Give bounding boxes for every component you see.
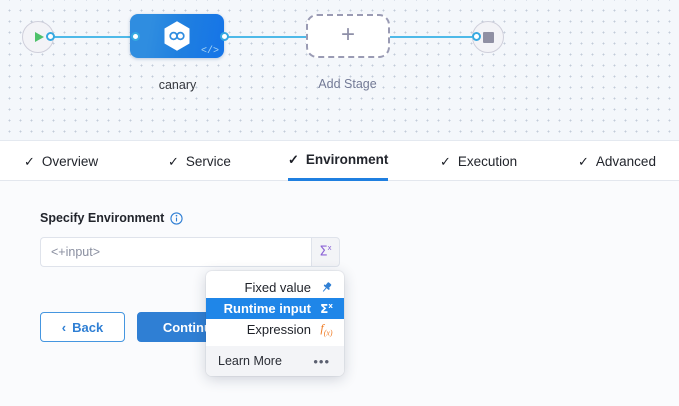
- back-button[interactable]: ‹ Back: [40, 312, 125, 342]
- sigma-icon: Σx: [320, 301, 333, 316]
- learn-more-label: Learn More: [218, 354, 282, 368]
- stage-label-canary: canary: [158, 78, 197, 92]
- dropdown-item-fixed-value[interactable]: Fixed value: [206, 277, 344, 298]
- play-icon: [35, 32, 44, 42]
- check-icon: ✓: [578, 153, 589, 169]
- tab-label: Advanced: [595, 153, 656, 169]
- tab-label: Execution: [457, 153, 518, 169]
- plus-icon: +: [340, 21, 355, 48]
- fx-icon: f(x): [320, 320, 333, 338]
- check-icon: ✓: [168, 153, 179, 169]
- back-label: Back: [72, 319, 104, 335]
- info-icon[interactable]: [170, 211, 183, 225]
- edge-addstage-to-end: [388, 36, 476, 38]
- environment-input[interactable]: [40, 237, 311, 267]
- tab-label: Service: [185, 153, 231, 169]
- edge-start-to-canary: [48, 36, 136, 38]
- tab-service[interactable]: ✓ Service: [168, 141, 231, 181]
- dropdown-item-label: Runtime input: [223, 301, 311, 316]
- check-icon: ✓: [24, 153, 35, 169]
- add-stage-label: Add Stage: [318, 77, 377, 91]
- dropdown-item-label: Fixed value: [244, 280, 311, 295]
- specify-environment-label: Specify Environment: [40, 211, 183, 225]
- code-icon: </>: [200, 46, 219, 57]
- dropdown-item-runtime-input[interactable]: Runtime input Σx: [206, 298, 344, 319]
- pipeline-canvas[interactable]: </> + canary Add Stage: [0, 0, 679, 141]
- stage-node-canary[interactable]: </>: [130, 14, 224, 58]
- tab-environment[interactable]: ✓ Environment: [288, 141, 389, 181]
- sigma-icon: Σx: [319, 244, 332, 260]
- input-type-dropdown: Fixed value Runtime input Σx Expression …: [206, 271, 344, 376]
- tab-label: Overview: [41, 153, 99, 169]
- runtime-input-toggle-button[interactable]: Σx: [311, 237, 340, 267]
- port-end-in[interactable]: [472, 32, 481, 41]
- pin-icon: [319, 281, 334, 294]
- stop-icon: [482, 31, 494, 43]
- add-stage-button[interactable]: +: [306, 14, 390, 58]
- continue-label: Continue: [162, 319, 220, 335]
- tab-overview[interactable]: ✓ Overview: [24, 141, 98, 181]
- infinity-hexagon-icon: [164, 21, 190, 51]
- check-icon: ✓: [288, 152, 299, 167]
- dropdown-item-expression[interactable]: Expression f(x): [206, 319, 344, 340]
- tab-label: Environment: [305, 152, 389, 167]
- more-dots-icon: •••: [313, 353, 330, 369]
- port-start-out[interactable]: [46, 32, 55, 41]
- port-canary-in[interactable]: [131, 32, 140, 41]
- chevron-left-icon: ‹: [61, 319, 67, 335]
- environment-input-group: Σx: [40, 237, 340, 267]
- dropdown-footer-learn-more[interactable]: Learn More •••: [206, 346, 344, 376]
- field-label-text: Specify Environment: [40, 211, 165, 225]
- tab-advanced[interactable]: ✓ Advanced: [578, 141, 656, 181]
- edge-canary-to-addstage: [224, 36, 308, 38]
- check-icon: ✓: [440, 153, 451, 169]
- tab-execution[interactable]: ✓ Execution: [440, 141, 517, 181]
- dropdown-item-label: Expression: [246, 322, 311, 337]
- tab-bar: ✓ Overview ✓ Service ✓ Environment ✓ Exe…: [0, 141, 679, 181]
- port-canary-out[interactable]: [220, 32, 229, 41]
